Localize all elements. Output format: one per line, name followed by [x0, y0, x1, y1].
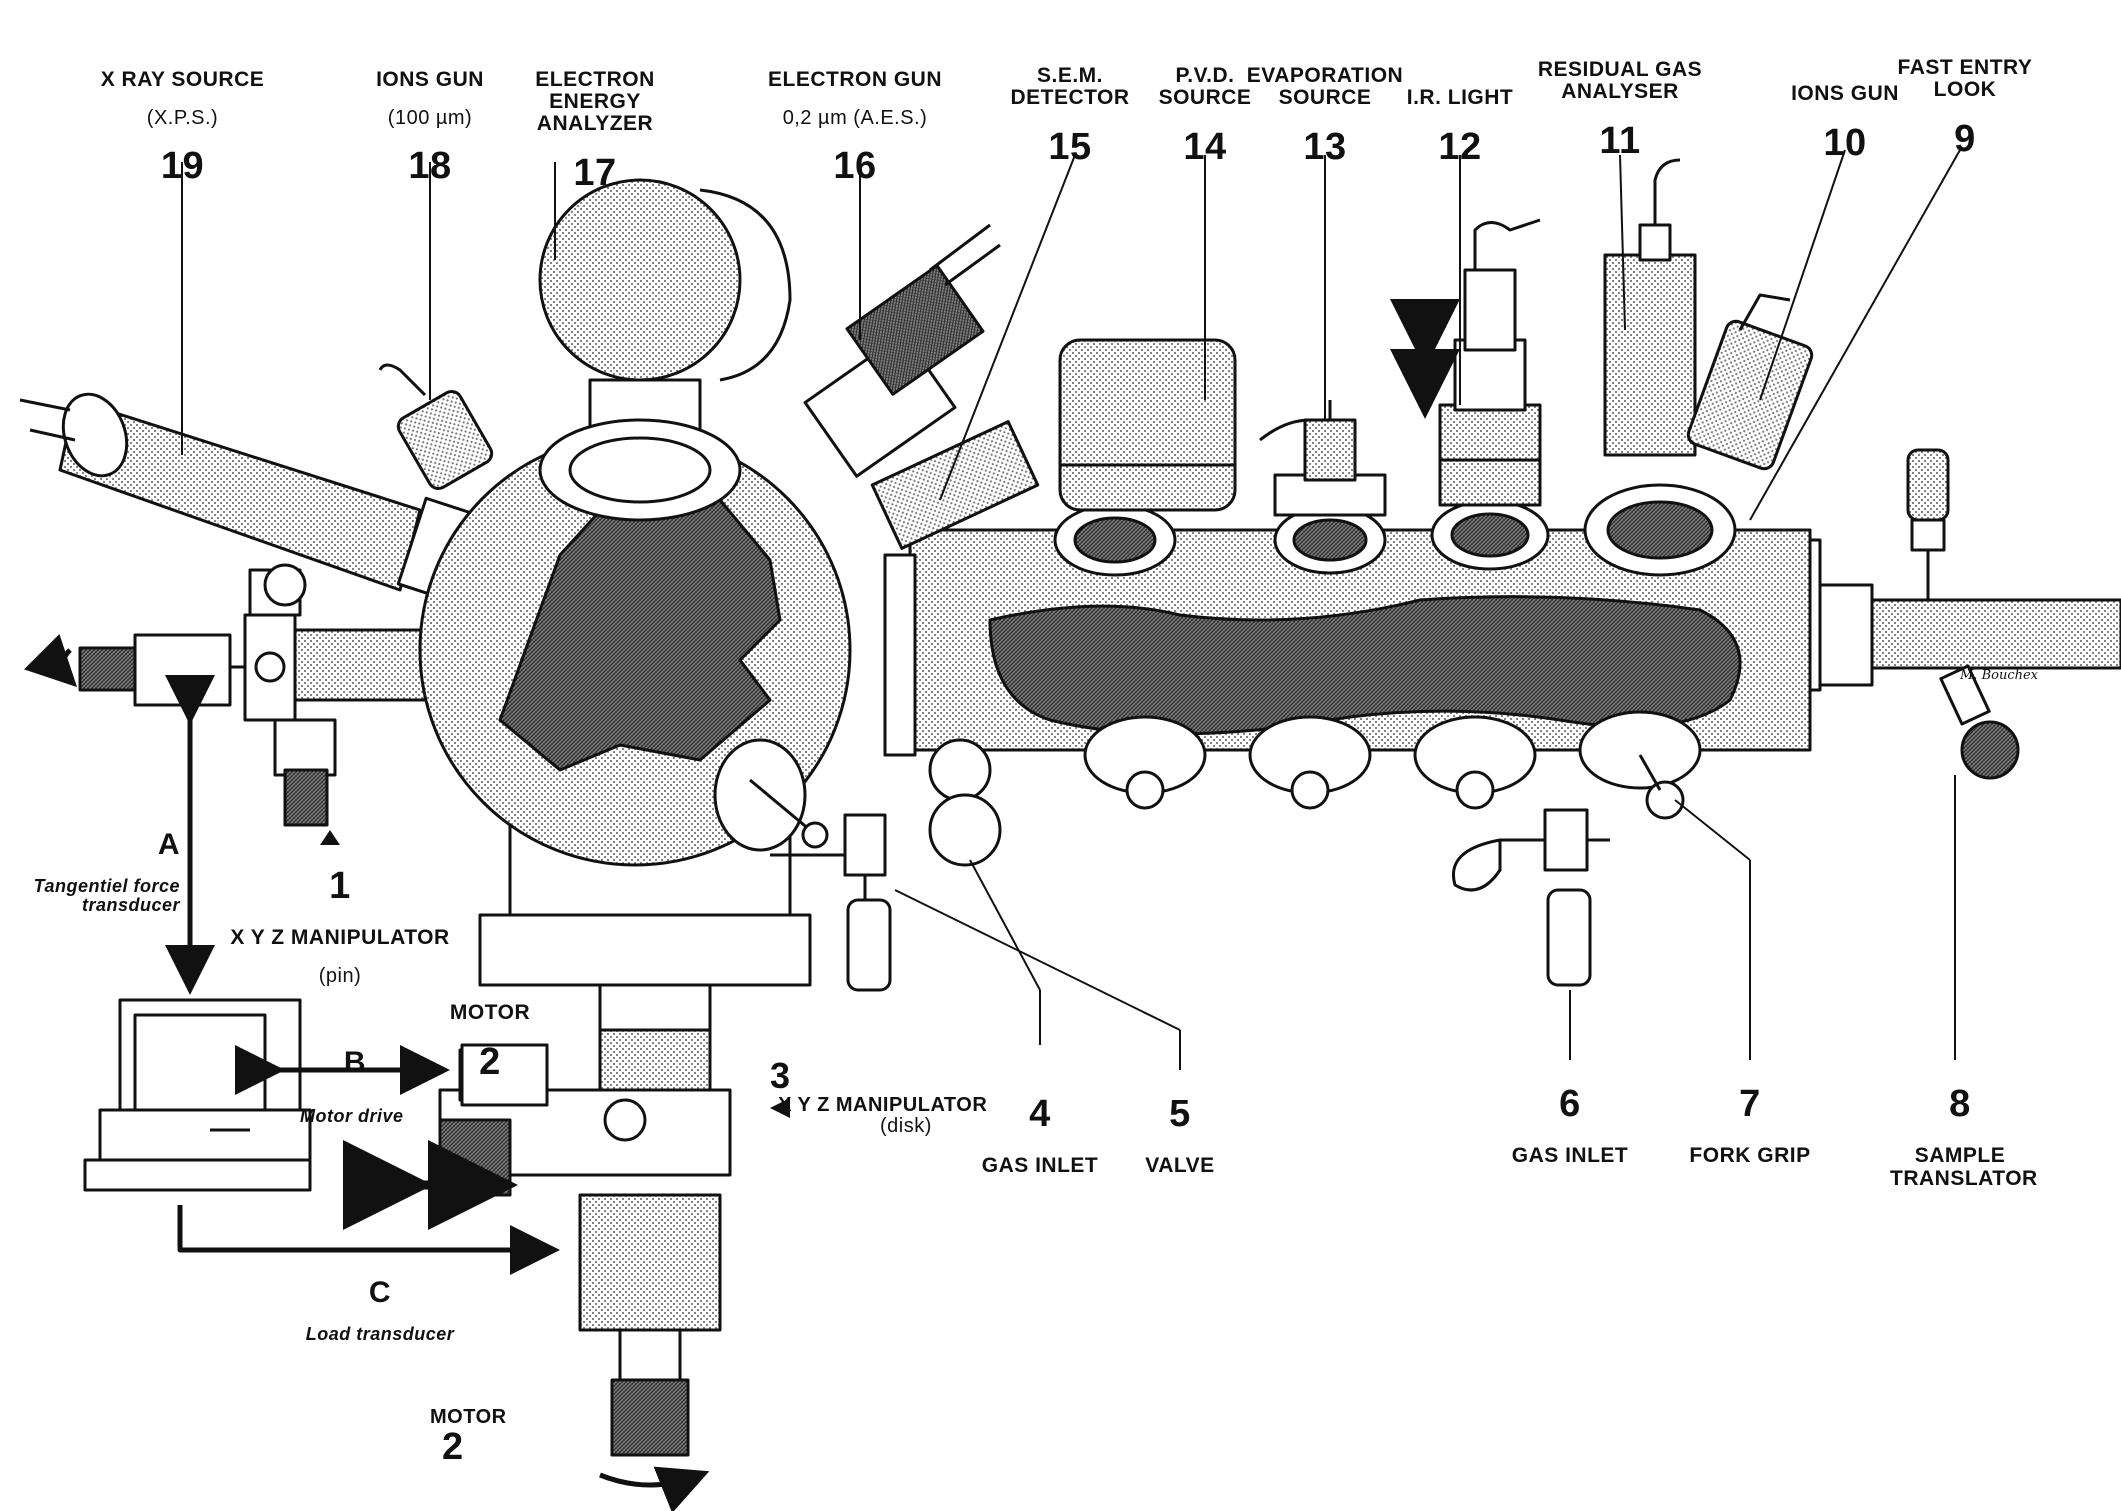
callout-10-number: 10	[1823, 121, 1867, 164]
callout-18-sub: (100 µm)	[387, 106, 473, 129]
callout-13: EVAPORATION SOURCE 13	[1245, 48, 1405, 184]
link-a-letter: A	[157, 827, 180, 861]
link-a: A Tangentiel force transducer	[20, 810, 180, 932]
callout-14: P.V.D. SOURCE 14	[1140, 48, 1270, 184]
link-a-text: Tangentiel force transducer	[33, 876, 180, 915]
callout-16-title: ELECTRON GUN	[768, 67, 942, 91]
callout-2-upper-title: MOTOR	[449, 1000, 531, 1024]
callout-2-upper: MOTOR 2	[440, 985, 540, 1099]
residual-gas-analyser	[1603, 158, 1697, 457]
gas-bottle-6	[1452, 808, 1610, 987]
callout-10-title: IONS GUN	[1791, 81, 1899, 105]
leader-lines	[181, 149, 1961, 1070]
callout-1: 1 X Y Z MANIPULATOR (pin)	[225, 850, 455, 1004]
link-c-letter: C	[368, 1275, 392, 1309]
callout-3: 3 X Y Z MANIPULATOR (disk)	[770, 1040, 1030, 1153]
callout-17-title: ELECTRON ENERGY ANALYZER	[535, 67, 655, 135]
electron-energy-analyzer	[538, 178, 792, 522]
callout-12-number: 12	[1438, 125, 1482, 168]
xyz-manipulator-pin	[78, 563, 427, 827]
callout-8-number: 8	[1949, 1082, 1971, 1125]
link-b: B	[290, 1030, 420, 1079]
callout-5-title: VALVE	[1145, 1154, 1215, 1178]
callout-11: RESIDUAL GAS ANALYSER 11	[1520, 42, 1720, 178]
callout-3-number: 3	[770, 1054, 791, 1096]
callout-2-upper-number: 2	[479, 1040, 501, 1083]
callout-8-title: SAMPLE TRANSLATOR	[1890, 1144, 2038, 1190]
link-c-text: Load transducer	[305, 1324, 455, 1345]
callout-16-sub: 0,2 µm (A.E.S.)	[782, 106, 928, 129]
callout-9-title: FAST ENTRY LOOK	[1897, 55, 2033, 101]
callout-7-number: 7	[1739, 1082, 1761, 1125]
callout-9: FAST ENTRY LOOK 9	[1895, 40, 2035, 176]
callout-5-number: 5	[1169, 1092, 1191, 1135]
callout-14-title: P.V.D. SOURCE	[1158, 63, 1252, 109]
callout-6-title: GAS INLET	[1511, 1144, 1629, 1168]
link-arrows	[24, 299, 1460, 1511]
callout-2-lower: MOTOR 2	[430, 1390, 570, 1468]
link-b-letter: B	[343, 1045, 367, 1079]
ir-light	[1438, 218, 1542, 507]
callout-14-number: 14	[1183, 125, 1227, 168]
callout-18-number: 18	[408, 145, 452, 188]
sem-detector	[870, 420, 1040, 550]
callout-1-number: 1	[329, 864, 351, 907]
callout-8: 8 SAMPLE TRANSLATOR	[1890, 1068, 2038, 1206]
preparation-chamber	[883, 483, 1812, 867]
analysis-chamber	[418, 433, 852, 987]
callout-10: IONS GUN 10	[1780, 66, 1910, 180]
callout-19-title: X RAY SOURCE	[100, 67, 265, 91]
callout-16-number: 16	[833, 145, 877, 188]
callout-1-sub: (pin)	[318, 965, 362, 988]
computer-terminal	[83, 998, 312, 1192]
callout-19: X RAY SOURCE (X.P.S.) 19	[75, 52, 290, 204]
callout-12-title: I.R. LIGHT	[1406, 85, 1514, 109]
evaporation-source	[1259, 400, 1387, 517]
callout-4: 4 GAS INLET	[975, 1078, 1105, 1194]
callout-7: 7 FORK GRIP	[1680, 1068, 1820, 1184]
callout-18-title: IONS GUN	[376, 67, 484, 91]
callout-5: 5 VALVE	[1120, 1078, 1240, 1194]
pvd-source-box	[1058, 338, 1237, 512]
callout-3-title: X Y Z MANIPULATOR	[778, 1093, 988, 1116]
callout-9-number: 9	[1954, 117, 1976, 160]
callout-17: ELECTRON ENERGY ANALYZER 17	[490, 52, 700, 210]
callout-3-sub: (disk)	[880, 1114, 932, 1137]
artist-signature: M. Bouchex	[1960, 668, 2039, 683]
pointer-triangle-3	[770, 1098, 790, 1118]
callout-16: ELECTRON GUN 0,2 µm (A.E.S.) 16	[755, 52, 955, 204]
callout-1-title: X Y Z MANIPULATOR	[230, 926, 450, 950]
callout-15: S.E.M. DETECTOR 15	[1005, 48, 1135, 184]
callout-6-number: 6	[1559, 1082, 1581, 1125]
ions-gun-18	[378, 363, 494, 490]
callout-12: I.R. LIGHT 12	[1395, 70, 1525, 184]
link-b-text: Motor drive	[300, 1105, 404, 1126]
callout-13-number: 13	[1303, 125, 1347, 168]
ions-gun-10	[1686, 293, 1814, 471]
callout-11-number: 11	[1599, 119, 1641, 162]
callout-18: IONS GUN (100 µm) 18	[365, 52, 495, 204]
pointer-triangle-1	[320, 830, 340, 845]
motor-2-upper	[460, 1043, 549, 1107]
link-c: C Load transducer	[290, 1258, 470, 1361]
callout-15-title: S.E.M. DETECTOR	[1010, 63, 1130, 109]
callout-2-lower-title: MOTOR	[430, 1405, 507, 1428]
gas-bottle-4	[770, 813, 892, 992]
electron-gun-16	[803, 223, 1001, 478]
callout-7-title: FORK GRIP	[1689, 1144, 1811, 1168]
callout-15-number: 15	[1048, 125, 1092, 168]
callout-19-number: 19	[160, 145, 205, 188]
callout-17-number: 17	[573, 151, 617, 194]
callout-19-sub: (X.P.S.)	[146, 106, 219, 129]
callout-2-lower-number: 2	[442, 1425, 464, 1468]
callout-6: 6 GAS INLET	[1505, 1068, 1635, 1184]
link-b-text-wrap: Motor drive	[300, 1090, 440, 1127]
callout-4-title: GAS INLET	[981, 1154, 1099, 1178]
callout-4-number: 4	[1029, 1092, 1051, 1135]
callout-13-title: EVAPORATION SOURCE	[1246, 63, 1404, 109]
callout-11-title: RESIDUAL GAS ANALYSER	[1537, 57, 1703, 103]
